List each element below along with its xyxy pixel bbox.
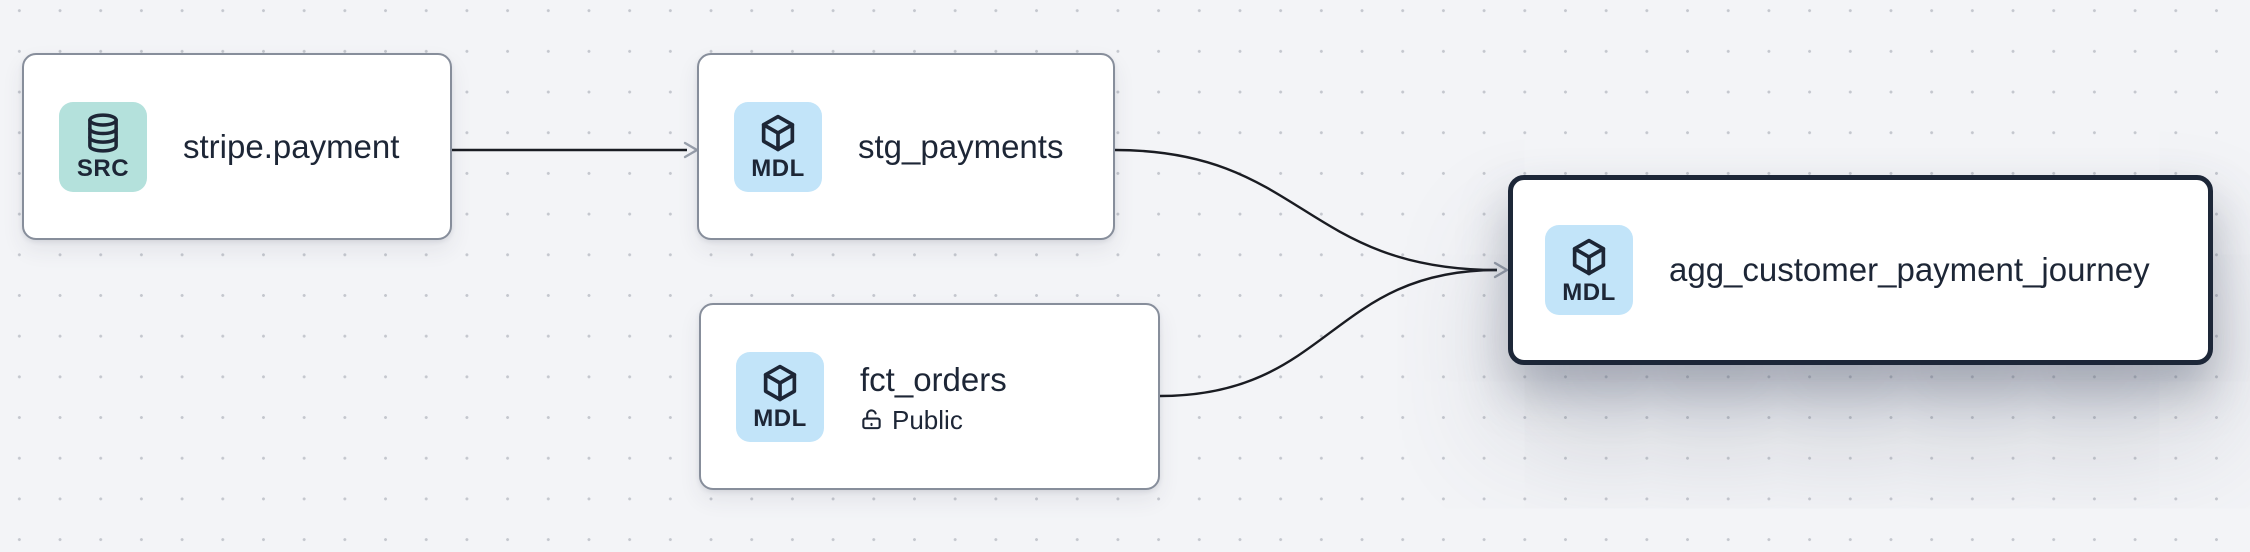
arrowhead-icon: [1493, 261, 1509, 279]
node-title: agg_customer_payment_journey: [1669, 251, 2150, 289]
cube-icon: [1572, 238, 1606, 275]
model-badge: MDL: [736, 351, 824, 442]
node-title: stripe.payment: [183, 127, 400, 165]
badge-label: MDL: [751, 155, 805, 182]
badge-label: MDL: [753, 405, 807, 432]
node-stg-payments[interactable]: MDL stg_payments: [697, 53, 1115, 240]
access-badge: Public: [860, 407, 1007, 433]
access-label: Public: [892, 404, 963, 435]
node-title: fct_orders: [860, 361, 1007, 399]
node-title: stg_payments: [858, 127, 1064, 165]
cube-icon: [763, 364, 797, 402]
node-fct-orders[interactable]: MDL fct_orders Public: [699, 303, 1160, 490]
node-stripe-payment[interactable]: SRC stripe.payment: [22, 53, 452, 240]
model-badge: MDL: [1545, 225, 1633, 315]
edge-stg-payments-to-agg-customer-payment-journey: [1114, 148, 1498, 272]
cube-icon: [761, 114, 795, 152]
node-agg-customer-payment-journey[interactable]: MDL agg_customer_payment_journey: [1508, 175, 2213, 365]
model-badge: MDL: [734, 101, 822, 192]
source-badge: SRC: [59, 101, 147, 192]
unlock-icon: [862, 409, 881, 430]
badge-label: MDL: [1562, 278, 1616, 306]
badge-label: SRC: [76, 155, 130, 182]
edge-fct-orders-to-agg-customer-payment-journey: [1159, 268, 1498, 398]
database-icon: [88, 113, 118, 153]
